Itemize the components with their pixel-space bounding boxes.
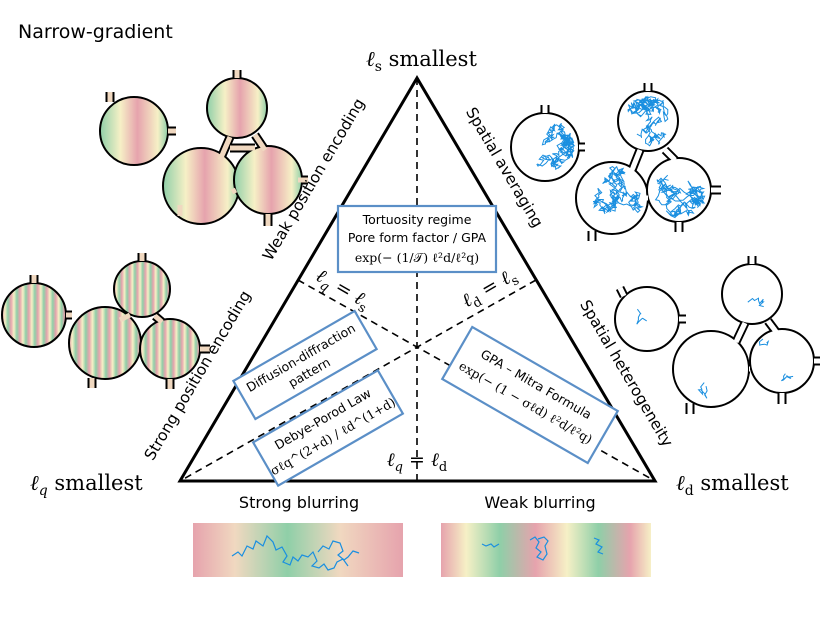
pore-network-sparse-walks (614, 256, 820, 414)
regime-box-mitra: GPA – Mitra Formula exp(− (1 − σℓd) ℓ²d/… (440, 325, 620, 465)
boundary-label-lq-ld: ℓq = ℓd (387, 449, 448, 475)
pore-network-striped-gradient (1, 253, 210, 389)
tortuosity-regime-label: Tortuosity regime (362, 212, 472, 227)
pore-form-factor-label: Pore form factor / GPA (348, 230, 487, 245)
pore-network-dense-walks (510, 83, 721, 241)
strong-blurring-label: Strong blurring (239, 493, 359, 512)
pore-network-smooth-gradient (99, 70, 308, 226)
blurring-bar-strong (193, 523, 403, 577)
tortuosity-formula: exp(− (1/𝒯) ℓ²d/ℓ²q) (355, 250, 479, 265)
vertex-label-ls: ℓs smallest (366, 47, 477, 75)
vertex-label-lq: ℓq smallest (30, 471, 143, 499)
vertex-label-ld: ℓd smallest (676, 471, 789, 499)
regime-box-tortuosity: Tortuosity regime Pore form factor / GPA… (336, 204, 498, 274)
weak-blurring-label: Weak blurring (484, 493, 595, 512)
blurring-bar-weak (441, 523, 651, 577)
figure-title: Narrow-gradient (18, 21, 173, 43)
boundary-ld-ls (179, 279, 537, 482)
